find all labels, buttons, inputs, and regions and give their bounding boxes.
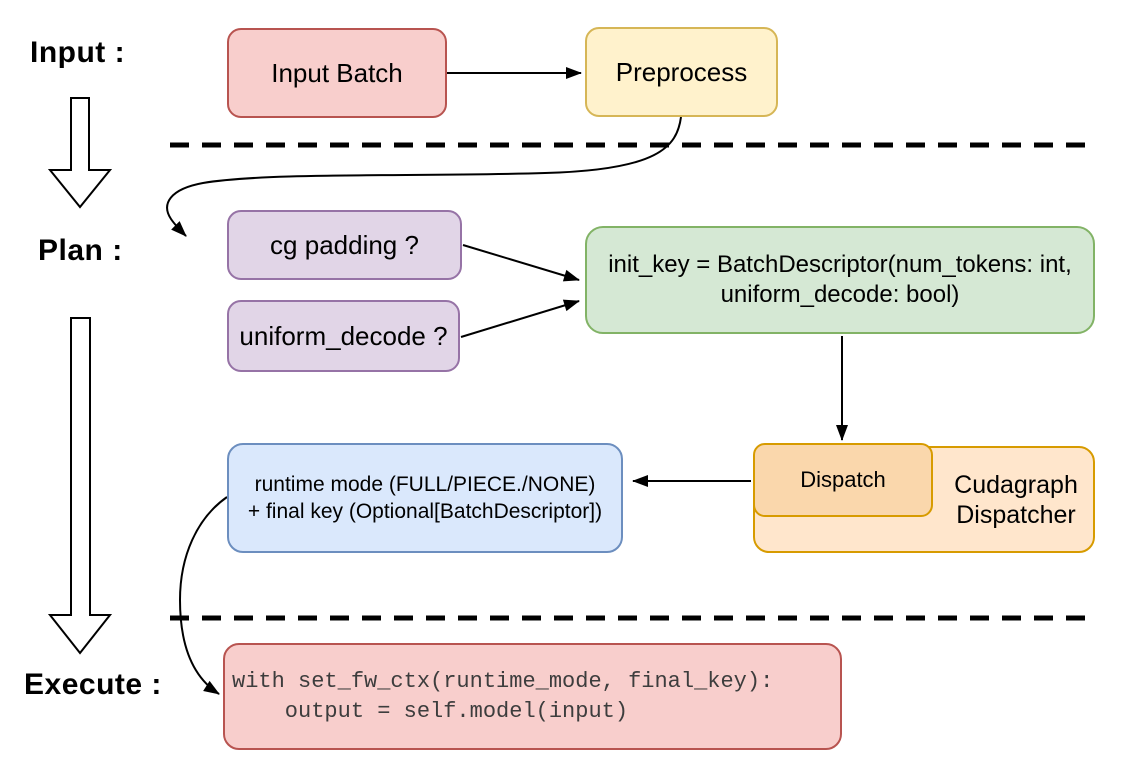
cudagraph-dispatcher-label: Cudagraph Dispatcher [935,448,1097,551]
init-key-label-line2: uniform_decode: bool) [720,281,960,308]
input-batch-label: Input Batch [271,57,403,88]
runtime-mode-label-line1: runtime mode (FULL/PIECE./NONE) [254,473,596,496]
input-batch-node: Input Batch [227,28,447,118]
execute-code-node: with set_fw_ctx(runtime_mode, final_key)… [223,643,842,750]
dispatch-label: Dispatch [800,467,886,492]
arrow-cgpadding-to-initkey [462,244,580,282]
uniform-decode-node: uniform_decode ? [227,300,460,372]
runtime-mode-result-node: runtime mode (FULL/PIECE./NONE) + final … [227,443,623,553]
uniform-decode-label: uniform_decode ? [239,320,448,351]
execute-code-line1: with set_fw_ctx(runtime_mode, final_key)… [232,668,774,694]
preprocess-label: Preprocess [615,56,748,87]
cg-padding-label: cg padding ? [270,229,419,260]
runtime-mode-label-line2: + final key (Optional[BatchDescriptor]) [247,500,603,523]
cudagraph-dispatcher-label-line2: Dispatcher [956,500,1076,529]
preprocess-node: Preprocess [585,27,778,117]
execute-code-line2: output = self.model(input) [232,698,629,724]
cg-padding-node: cg padding ? [227,210,462,280]
init-key-node: init_key = BatchDescriptor(num_tokens: i… [585,226,1095,334]
arrow-uniformdecode-to-initkey [460,299,580,338]
stage-label-plan: Plan : [38,234,123,267]
stage-label-execute: Execute : [24,668,162,701]
init-key-label-line1: init_key = BatchDescriptor(num_tokens: i… [608,251,1072,278]
cudagraph-dispatcher-label-line1: Cudagraph [954,470,1078,499]
arrow-runtime-to-execute [178,496,228,695]
flow-arrow-input-to-plan [47,97,113,209]
stage-label-input: Input : [30,36,126,69]
flow-arrow-plan-to-execute [47,317,113,655]
dispatch-node: Dispatch [753,443,933,517]
